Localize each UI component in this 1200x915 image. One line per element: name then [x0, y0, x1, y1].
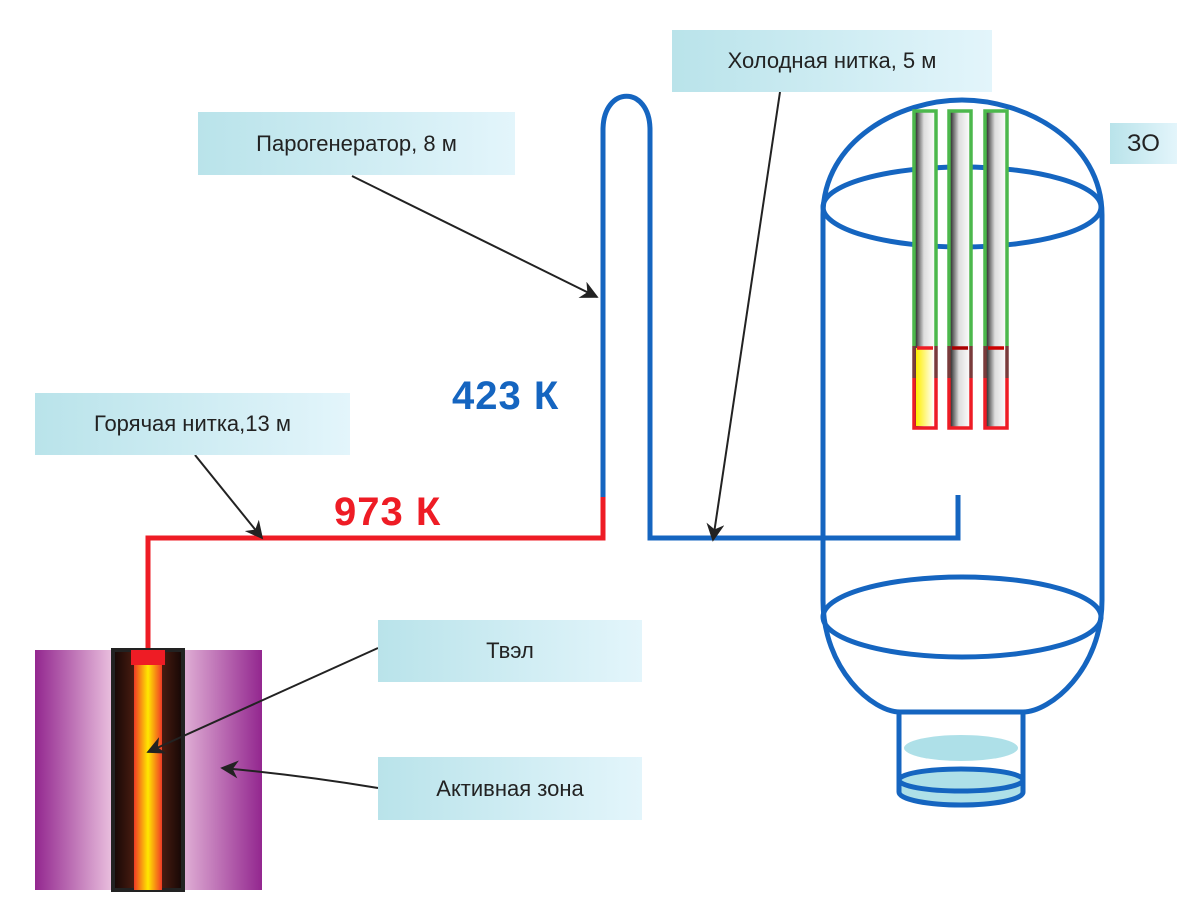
- label-active-zone: Активная зона: [378, 757, 642, 820]
- hot-leg-pipe: [145, 495, 606, 652]
- label-steam-generator: Парогенератор, 8 м: [198, 112, 515, 175]
- hot-temperature: 973 К: [334, 490, 442, 534]
- steam-generator-pipe: [600, 93, 961, 541]
- label-fuel-element: Твэл: [378, 620, 642, 682]
- label-hot-leg: Горячая нитка,13 м: [35, 393, 350, 455]
- vessel-neck: [896, 735, 1026, 808]
- fuel-element: [134, 660, 162, 890]
- control-rods: [912, 109, 1009, 430]
- arrow-fuel-element: [146, 647, 379, 754]
- control-rod: [947, 109, 973, 430]
- arrow-active-zone: [220, 760, 379, 789]
- arrow-steam-generator: [351, 175, 599, 298]
- arrow-hot-leg: [194, 454, 264, 540]
- arrow-cold-leg: [706, 91, 781, 542]
- label-zo: ЗО: [1110, 123, 1177, 164]
- control-rod: [983, 109, 1009, 430]
- label-cold-leg: Холодная нитка, 5 м: [672, 30, 992, 92]
- control-rod: [912, 109, 938, 430]
- active-zone-core: [35, 648, 262, 892]
- pointer-arrows: [146, 91, 781, 789]
- cold-temperature: 423 К: [452, 374, 560, 418]
